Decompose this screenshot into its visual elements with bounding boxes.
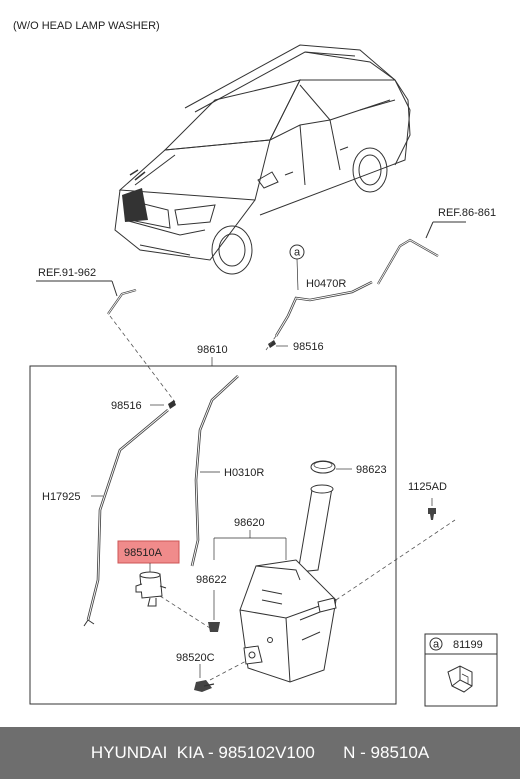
callout-a-leader [296,258,299,291]
label-h0310r: H0310R [224,467,264,479]
label-98623: 98623 [356,464,387,476]
footer-oem-part: N - 98510A [343,743,430,762]
footer-brand-part: HYUNDAI KIA - 985102V100 [90,743,315,762]
label-98610: 98610 [197,344,228,356]
label-1125ad: 1125AD [408,481,447,493]
footer-spacer [315,743,343,763]
connector-98516-left [150,400,176,409]
label-h0470r: H0470R [306,278,346,290]
highlight-98510a [117,540,180,564]
header-note: (W/O HEAD LAMP WASHER) [13,20,160,32]
reservoir-location-mark [122,169,148,222]
parts-diagram: (W/O HEAD LAMP WASHER) [13,20,498,707]
vehicle-illustration [114,44,411,275]
hose-h0310r [190,375,239,567]
label-98620: 98620 [234,517,265,529]
label-98622: 98622 [196,574,227,586]
label-ref-86-861: REF.86-861 [438,207,496,219]
label-98510a: 98510A [124,547,163,559]
leader-98620 [213,530,287,560]
inset-callout-letter: a [433,639,440,651]
label-98520c: 98520C [176,652,215,664]
label-98516-left: 98516 [111,400,142,412]
label-98516-top: 98516 [293,341,324,353]
connector-98516-top [268,340,288,348]
label-81199: 81199 [453,639,483,651]
label-ref-91-962: REF.91-962 [38,267,96,279]
bolt-1125ad [428,498,436,520]
washer-pump [135,571,167,607]
grommet-98622 [208,590,220,632]
assembly-box [29,365,397,705]
inset-81199: a 81199 [424,633,498,707]
hose-h17925 [83,409,169,627]
pump-seal-98520c [194,664,215,692]
label-h17925: H17925 [42,491,81,503]
footer-bar: HYUNDAI KIA - 985102V100 N - 98510A [0,727,520,779]
hose-ref-91-962 [36,280,137,315]
hose-h0470r [274,280,373,337]
callout-a-letter: a [294,247,301,259]
hose-ref-86-861 [377,221,466,285]
reservoir-cap [310,460,352,474]
washer-reservoir [239,484,337,683]
